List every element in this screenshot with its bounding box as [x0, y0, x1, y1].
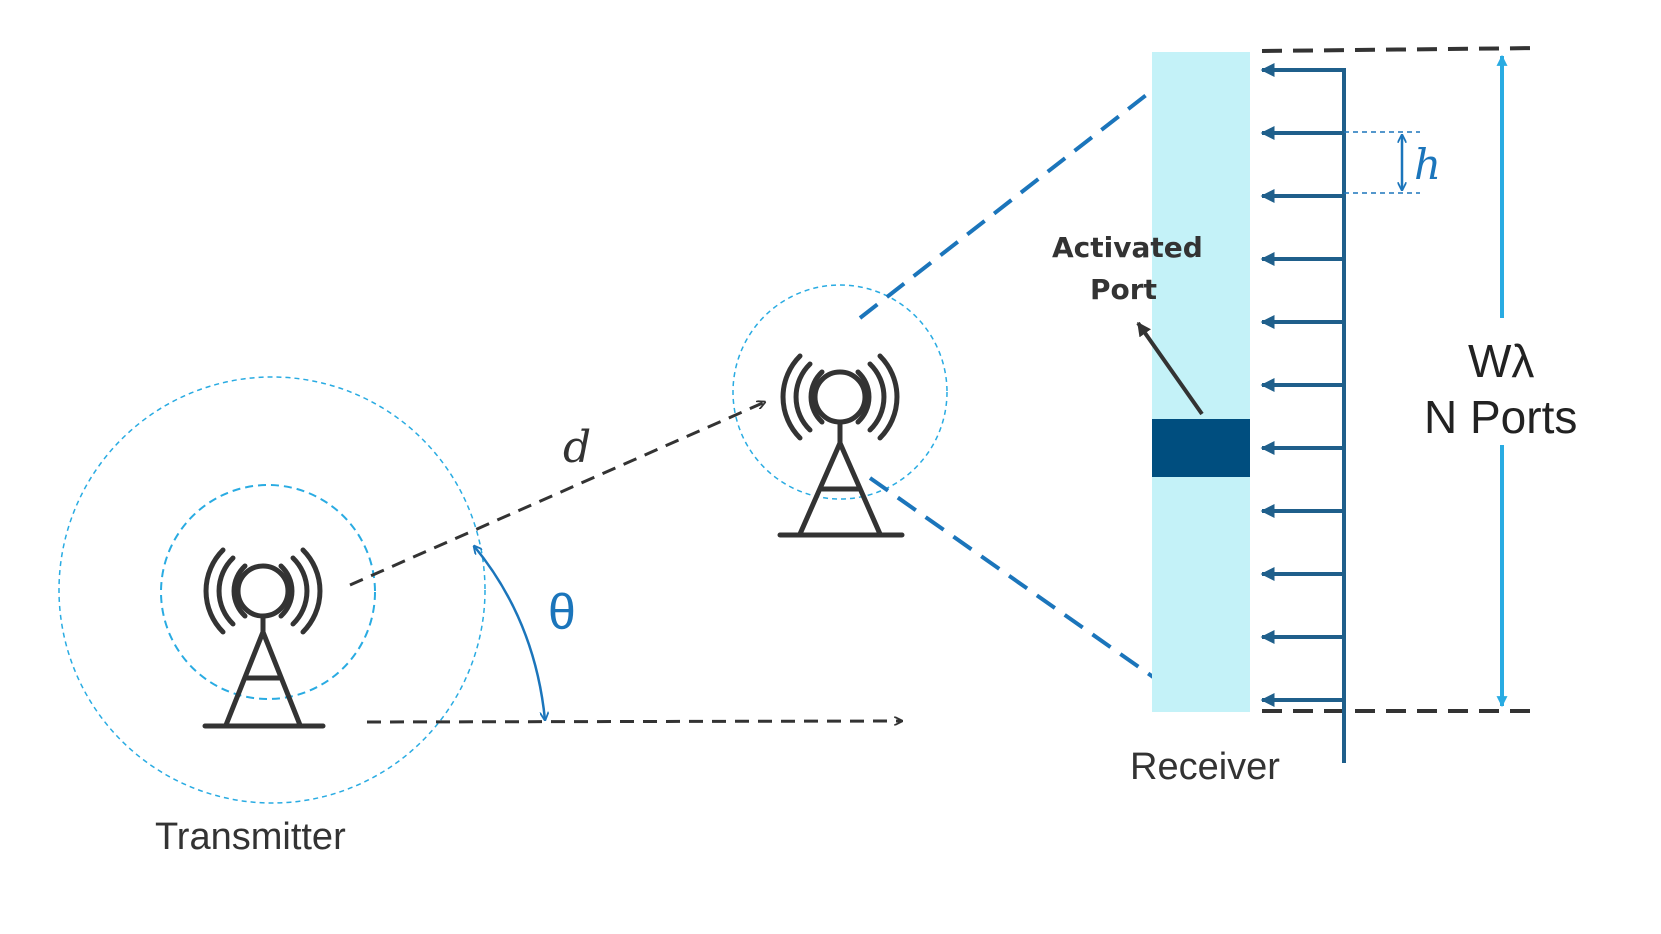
- angle-arc: [474, 546, 545, 720]
- zoom-line-top: [858, 55, 1197, 320]
- receiver-antenna-icon: [777, 353, 905, 538]
- port-arrows: [1260, 63, 1344, 707]
- zoom-line-bottom: [868, 476, 1202, 712]
- transmitter-label: Transmitter: [155, 816, 346, 858]
- transmitter-outer-range: [58, 376, 486, 804]
- link-arrow: [349, 402, 765, 587]
- ports-label: N Ports: [1424, 391, 1578, 443]
- port-panel: [1152, 52, 1250, 712]
- activated-port-label-line1: Activated: [1052, 231, 1203, 264]
- receiver-range: [732, 284, 948, 500]
- angle-label: θ: [548, 584, 576, 640]
- aperture-label: Wλ: [1468, 335, 1535, 387]
- reference-arrow: [366, 721, 902, 722]
- spacing-label: h: [1414, 140, 1442, 189]
- transmitter-antenna-icon: [202, 547, 326, 729]
- distance-label: d: [563, 422, 592, 473]
- transmitter-inner-range: [160, 484, 376, 700]
- activated-port: [1152, 419, 1250, 477]
- receiver-label: Receiver: [1130, 746, 1280, 788]
- activated-port-label-line2: Port: [1090, 273, 1157, 306]
- activated-port-pointer: [1136, 321, 1204, 416]
- top-boundary-line: [1261, 46, 1541, 53]
